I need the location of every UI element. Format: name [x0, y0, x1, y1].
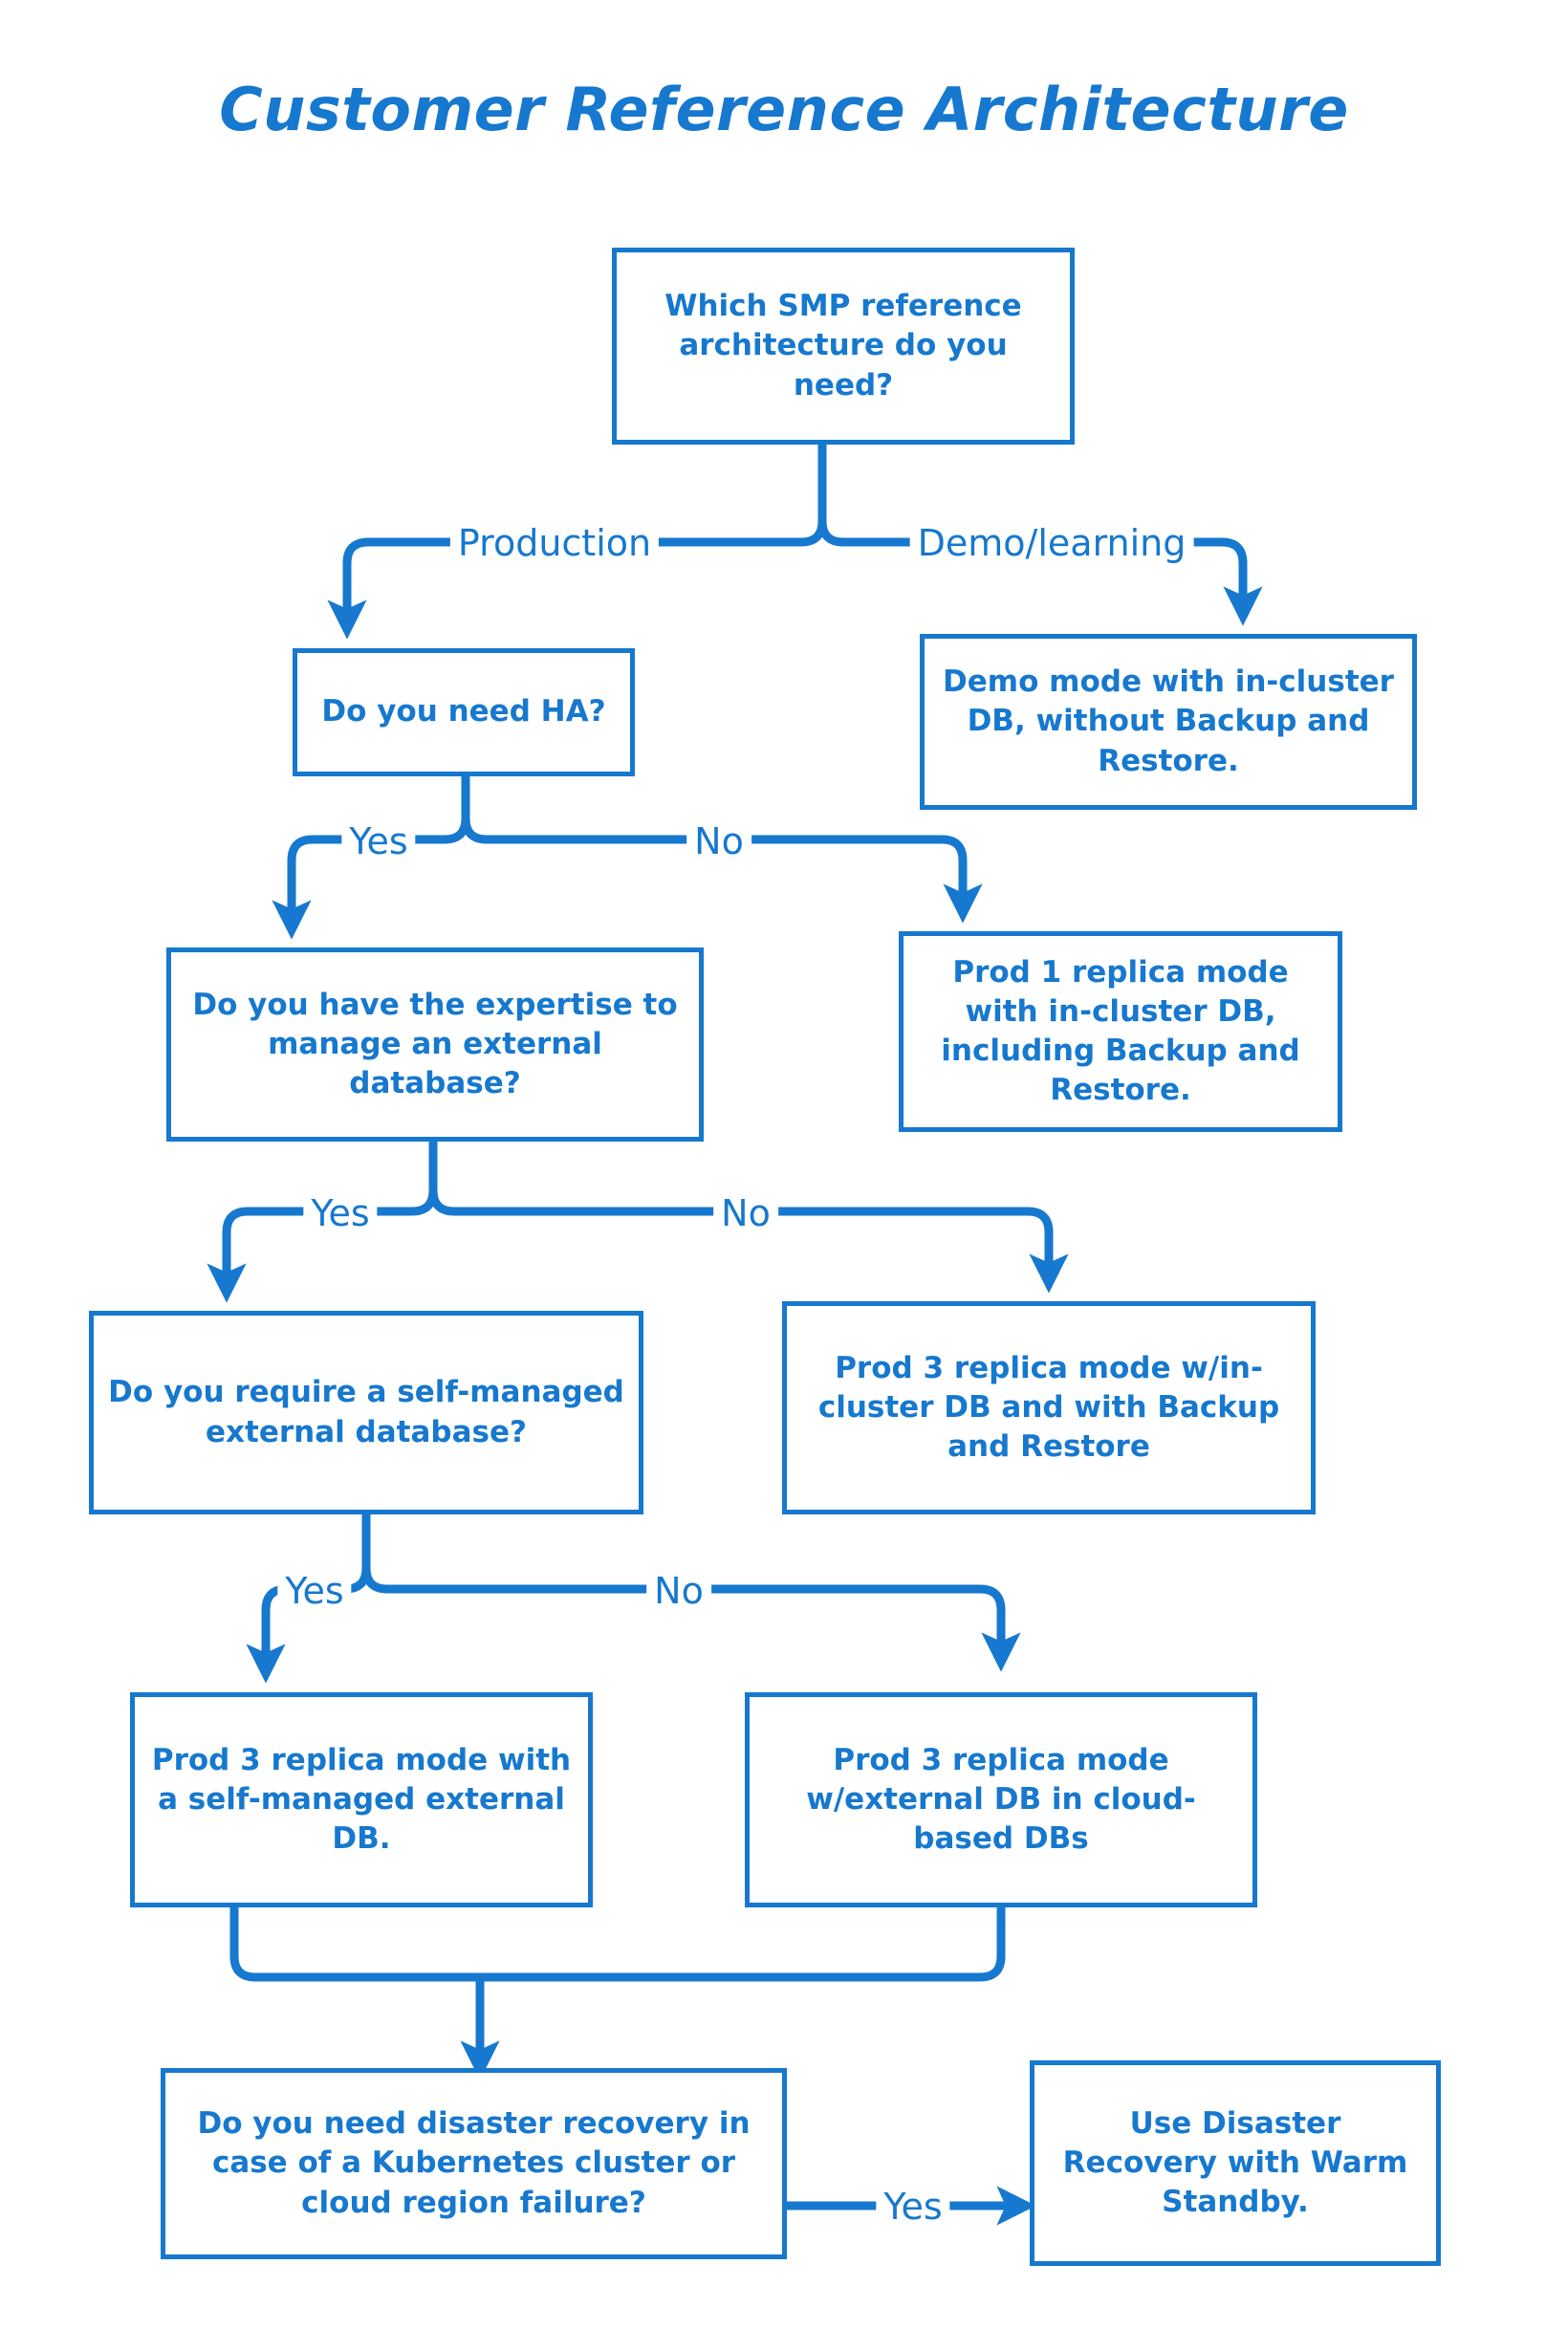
node-label: Prod 3 replica mode with a self-managed … — [151, 1742, 572, 1857]
node-label: Which SMP reference architecture do you … — [664, 289, 1022, 403]
node-label: Do you have the expertise to manage an e… — [192, 987, 678, 1101]
node-which-smp-reference-architecture[interactable]: Which SMP reference architecture do you … — [612, 248, 1075, 445]
node-use-disaster-recovery-warm-standby[interactable]: Use Disaster Recovery with Warm Standby. — [1030, 2060, 1441, 2266]
node-label: Do you need disaster recovery in case of… — [197, 2106, 751, 2220]
edge-label-selfmanaged-yes: Yes — [277, 1573, 352, 1609]
node-do-you-need-ha[interactable]: Do you need HA? — [293, 648, 635, 776]
node-label: Prod 1 replica mode with in-cluster DB, … — [941, 954, 1300, 1108]
edge-label-production: Production — [449, 525, 660, 561]
edge-label-dr-yes: Yes — [876, 2188, 950, 2225]
node-label: Do you need HA? — [321, 694, 606, 729]
edge-label-expertise-yes: Yes — [303, 1195, 378, 1231]
edge-prod3cloud-merge — [475, 1901, 1006, 1982]
node-label: Prod 3 replica mode w/in-cluster DB and … — [817, 1350, 1280, 1465]
node-prod-3-replica-external-db-cloud[interactable]: Prod 3 replica mode w/external DB in clo… — [745, 1692, 1257, 1907]
edge-label-demo-learning: Demo/learning — [909, 525, 1194, 561]
edge-label-ha-no: No — [686, 823, 751, 860]
node-prod-3-replica-in-cluster-db[interactable]: Prod 3 replica mode w/in-cluster DB and … — [782, 1301, 1316, 1514]
node-demo-mode-in-cluster-db[interactable]: Demo mode with in-cluster DB, without Ba… — [920, 634, 1417, 810]
node-expertise-external-database[interactable]: Do you have the expertise to manage an e… — [166, 947, 704, 1142]
edge-label-expertise-no: No — [713, 1195, 778, 1231]
node-disaster-recovery-question[interactable]: Do you need disaster recovery in case of… — [161, 2068, 787, 2259]
node-label: Do you require a self-managed external d… — [108, 1375, 624, 1449]
edge-label-selfmanaged-no: No — [646, 1573, 711, 1609]
node-prod-1-replica-mode[interactable]: Prod 1 replica mode with in-cluster DB, … — [899, 931, 1342, 1132]
edge-label-ha-yes: Yes — [341, 823, 416, 860]
node-require-self-managed-external-database[interactable]: Do you require a self-managed external d… — [89, 1311, 643, 1514]
node-prod-3-replica-self-managed-external-db[interactable]: Prod 3 replica mode with a self-managed … — [130, 1692, 593, 1907]
node-label: Prod 3 replica mode w/external DB in clo… — [806, 1742, 1196, 1857]
node-label: Use Disaster Recovery with Warm Standby. — [1062, 2105, 1408, 2220]
page-title: Customer Reference Architecture — [219, 75, 1349, 144]
edge-prod3self-merge — [229, 1901, 485, 1982]
node-label: Demo mode with in-cluster DB, without Ba… — [943, 664, 1394, 778]
